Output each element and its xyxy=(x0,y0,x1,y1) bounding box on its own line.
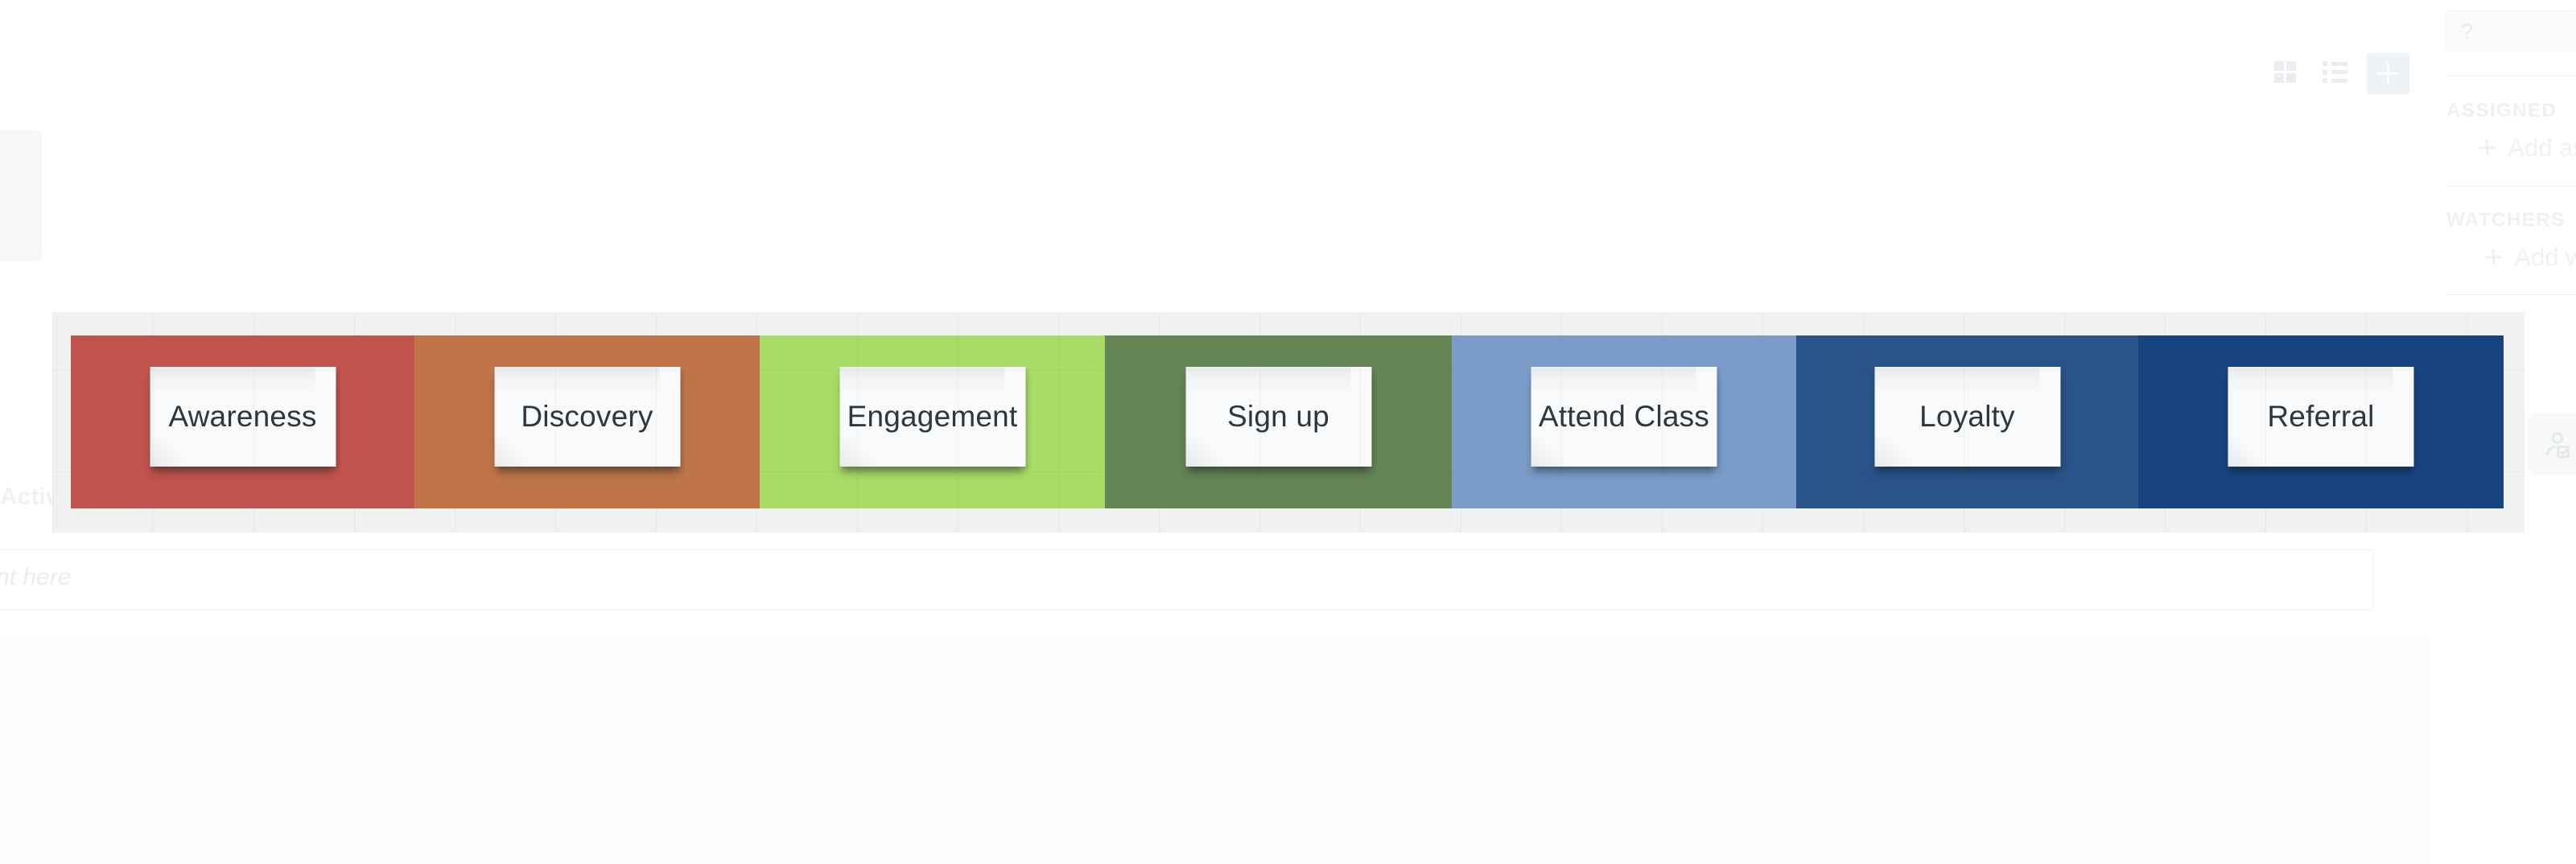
list-view-button[interactable] xyxy=(2323,61,2347,83)
sticky-note-label: Attend Class xyxy=(1538,400,1710,433)
avatar[interactable]: ? xyxy=(2445,11,2576,52)
sticky-note-attend-class[interactable]: Attend Class xyxy=(1531,367,1717,467)
grid-view-icon xyxy=(2286,73,2296,83)
add-watcher-button[interactable]: + Add wat xyxy=(2484,241,2576,274)
add-button[interactable] xyxy=(2367,53,2409,94)
grid-view-icon xyxy=(2274,73,2284,83)
plus-icon: + xyxy=(2484,240,2504,275)
journey-segment-referral[interactable]: Referral xyxy=(2138,335,2504,508)
assign-user-button[interactable] xyxy=(2529,413,2576,475)
sticky-note-engagement[interactable]: Engagement xyxy=(839,367,1025,467)
grid-view-icon xyxy=(2274,61,2284,71)
add-assignee-label: Add assig xyxy=(2508,134,2576,162)
sticky-note-label: Referral xyxy=(2267,400,2375,433)
add-assignee-button[interactable]: + Add assig xyxy=(2478,132,2576,164)
list-view-icon xyxy=(2323,61,2347,66)
journey-segment-loyalty[interactable]: Loyalty xyxy=(1796,335,2138,508)
plus-icon xyxy=(2387,63,2389,84)
journey-segment-discovery[interactable]: Discovery xyxy=(414,335,760,508)
watchers-section-label: WATCHERS xyxy=(2446,209,2566,231)
sticky-note-label: Loyalty xyxy=(1919,400,2015,433)
divider xyxy=(2445,186,2576,187)
sticky-note-label: Awareness xyxy=(168,400,317,433)
assigned-section-label: ASSIGNED xyxy=(2446,100,2557,121)
journey-segment-attend-class[interactable]: Attend Class xyxy=(1452,335,1796,508)
list-view-icon xyxy=(2323,78,2347,83)
journey-band: Awareness Discovery Engagement Sign up Atten… xyxy=(71,335,2504,508)
grid-view-button[interactable] xyxy=(2274,61,2297,83)
comment-input[interactable]: nt here xyxy=(0,549,2374,610)
divider xyxy=(2445,294,2576,295)
plus-icon: + xyxy=(2478,130,2497,166)
left-toolbar xyxy=(0,130,42,261)
sticky-note-awareness[interactable]: Awareness xyxy=(150,367,336,467)
list-view-icon xyxy=(2323,69,2347,75)
grid-view-icon xyxy=(2286,61,2296,71)
sticky-note-loyalty[interactable]: Loyalty xyxy=(1874,367,2060,467)
comment-placeholder: nt here xyxy=(0,564,72,590)
sticky-note-referral[interactable]: Referral xyxy=(2228,367,2414,467)
sticky-note-label: Engagement xyxy=(847,400,1018,433)
avatar-placeholder: ? xyxy=(2461,19,2474,43)
whiteboard-canvas[interactable]: Awareness Discovery Engagement Sign up Atten… xyxy=(52,312,2524,533)
person-check-icon xyxy=(2546,432,2570,459)
divider xyxy=(2445,10,2576,11)
sticky-note-label: Discovery xyxy=(521,400,653,433)
sticky-note-sign-up[interactable]: Sign up xyxy=(1185,367,1371,467)
journey-segment-awareness[interactable]: Awareness xyxy=(71,335,414,508)
activity-panel-backdrop xyxy=(0,636,2429,864)
add-watcher-label: Add wat xyxy=(2514,243,2576,271)
sticky-note-discovery[interactable]: Discovery xyxy=(494,367,680,467)
journey-segment-engagement[interactable]: Engagement xyxy=(760,335,1105,508)
journey-segment-sign-up[interactable]: Sign up xyxy=(1105,335,1452,508)
sticky-note-label: Sign up xyxy=(1227,400,1329,433)
